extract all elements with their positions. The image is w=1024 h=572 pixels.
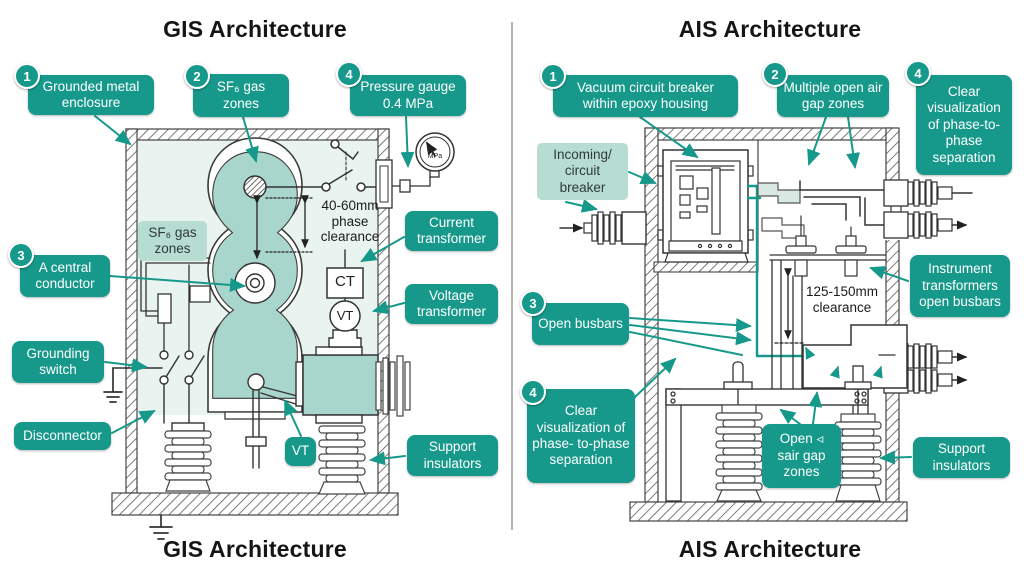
ais-left-insulator xyxy=(715,404,763,502)
callout-open-air-gap-zones: Open ◃ sair gap zones xyxy=(762,424,841,488)
stepped-connectors xyxy=(757,182,805,239)
clearance-arrow xyxy=(774,268,804,344)
gis-title-bottom: GIS Architecture xyxy=(163,536,347,562)
ais-title-bottom: AIS Architecture xyxy=(678,536,862,562)
gis-top-switch xyxy=(265,139,379,192)
incoming-bushing xyxy=(559,211,647,245)
gis-busbar-chamber xyxy=(295,249,379,424)
callout-sf6-gas-zones: SF₆ gas zones xyxy=(193,74,289,117)
callout-open-busbars: Open busbars xyxy=(532,303,629,345)
cabinet-floor xyxy=(653,261,759,273)
pressure-gauge-assembly xyxy=(375,132,455,209)
ground-symbol-bottom xyxy=(149,514,173,540)
central-conductor-middle xyxy=(234,262,276,304)
callout-phase-separation-right: Clear visualization of phase-to- phase s… xyxy=(916,75,1012,175)
post-insulators xyxy=(769,215,887,277)
callout-grounded-metal-enclosure: Grounded metal enclosure xyxy=(28,75,154,115)
gis-wiring xyxy=(140,257,211,352)
step-badge-ais-2: 2 xyxy=(762,61,788,87)
step-badge-gis-2: 2 xyxy=(184,63,210,89)
open-busbar-chamber xyxy=(802,324,908,389)
callout-support-insulators-gis: Support insulators xyxy=(407,435,498,476)
note-phase-clearance: 40-60mm phase clearance xyxy=(320,198,380,245)
busbar-risers xyxy=(771,259,803,390)
ais-right-insulator xyxy=(834,413,882,502)
step-badge-ais-3: 3 xyxy=(520,290,546,316)
gis-diagram xyxy=(94,115,455,540)
ct-label: CT xyxy=(335,273,355,290)
label-incoming-circuit-breaker: Incoming/ circuit breaker xyxy=(537,143,628,200)
note-clearance: 125-150mm clearance xyxy=(805,284,879,315)
gis-title-top: GIS Architecture xyxy=(163,16,347,42)
ais-title-top: AIS Architecture xyxy=(678,16,862,42)
callout-pressure-gauge: Pressure gauge 0.4 MPa xyxy=(350,75,466,116)
callout-current-transformer: Current transformer xyxy=(405,211,498,251)
label-sf6-gas-zones-inner: SF₆ gas zones xyxy=(138,221,207,261)
callout-vt-badge: VT xyxy=(285,437,316,466)
step-badge-gis-4: 4 xyxy=(336,61,362,87)
gis-callout-arrows xyxy=(94,115,415,466)
gis-left-insulator xyxy=(164,430,212,492)
gis-right-insulator xyxy=(318,425,366,495)
phase-clearance-arrows xyxy=(253,195,313,260)
callout-phase-separation-left: Clear visualization of phase- to-phase s… xyxy=(527,389,635,483)
callout-disconnector: Disconnector xyxy=(14,422,111,450)
callout-support-insulators-ais: Support insulators xyxy=(913,437,1010,478)
callout-air-gap-zones: Multiple open air gap zones xyxy=(777,75,889,117)
vacuum-breaker-unit xyxy=(657,149,754,263)
callout-vacuum-breaker: Vacuum circuit breaker within epoxy hous… xyxy=(553,75,738,117)
gis-right-bushing xyxy=(375,355,411,417)
callout-central-conductor: A central conductor xyxy=(20,255,110,297)
step-badge-ais-4-right: 4 xyxy=(905,60,931,86)
step-badge-ais-4-left: 4 xyxy=(520,379,546,405)
ais-callout-arrows xyxy=(565,116,912,465)
step-badge-gis-3: 3 xyxy=(8,242,34,268)
central-conductor-top xyxy=(243,175,267,199)
vt-circle-label: VT xyxy=(336,308,354,323)
gauge-unit-label: MPa xyxy=(427,153,443,160)
open-busbars-lines xyxy=(799,180,885,226)
callout-voltage-transformer: Voltage transformer xyxy=(405,284,498,324)
step-badge-gis-1: 1 xyxy=(14,63,40,89)
callout-instrument-transformers: Instrument transformers open busbars xyxy=(910,255,1010,317)
callout-grounding-switch: Grounding switch xyxy=(12,341,104,383)
ais-diagram xyxy=(559,116,973,522)
vt-drive-linkage xyxy=(245,373,306,469)
step-badge-ais-1: 1 xyxy=(540,63,566,89)
